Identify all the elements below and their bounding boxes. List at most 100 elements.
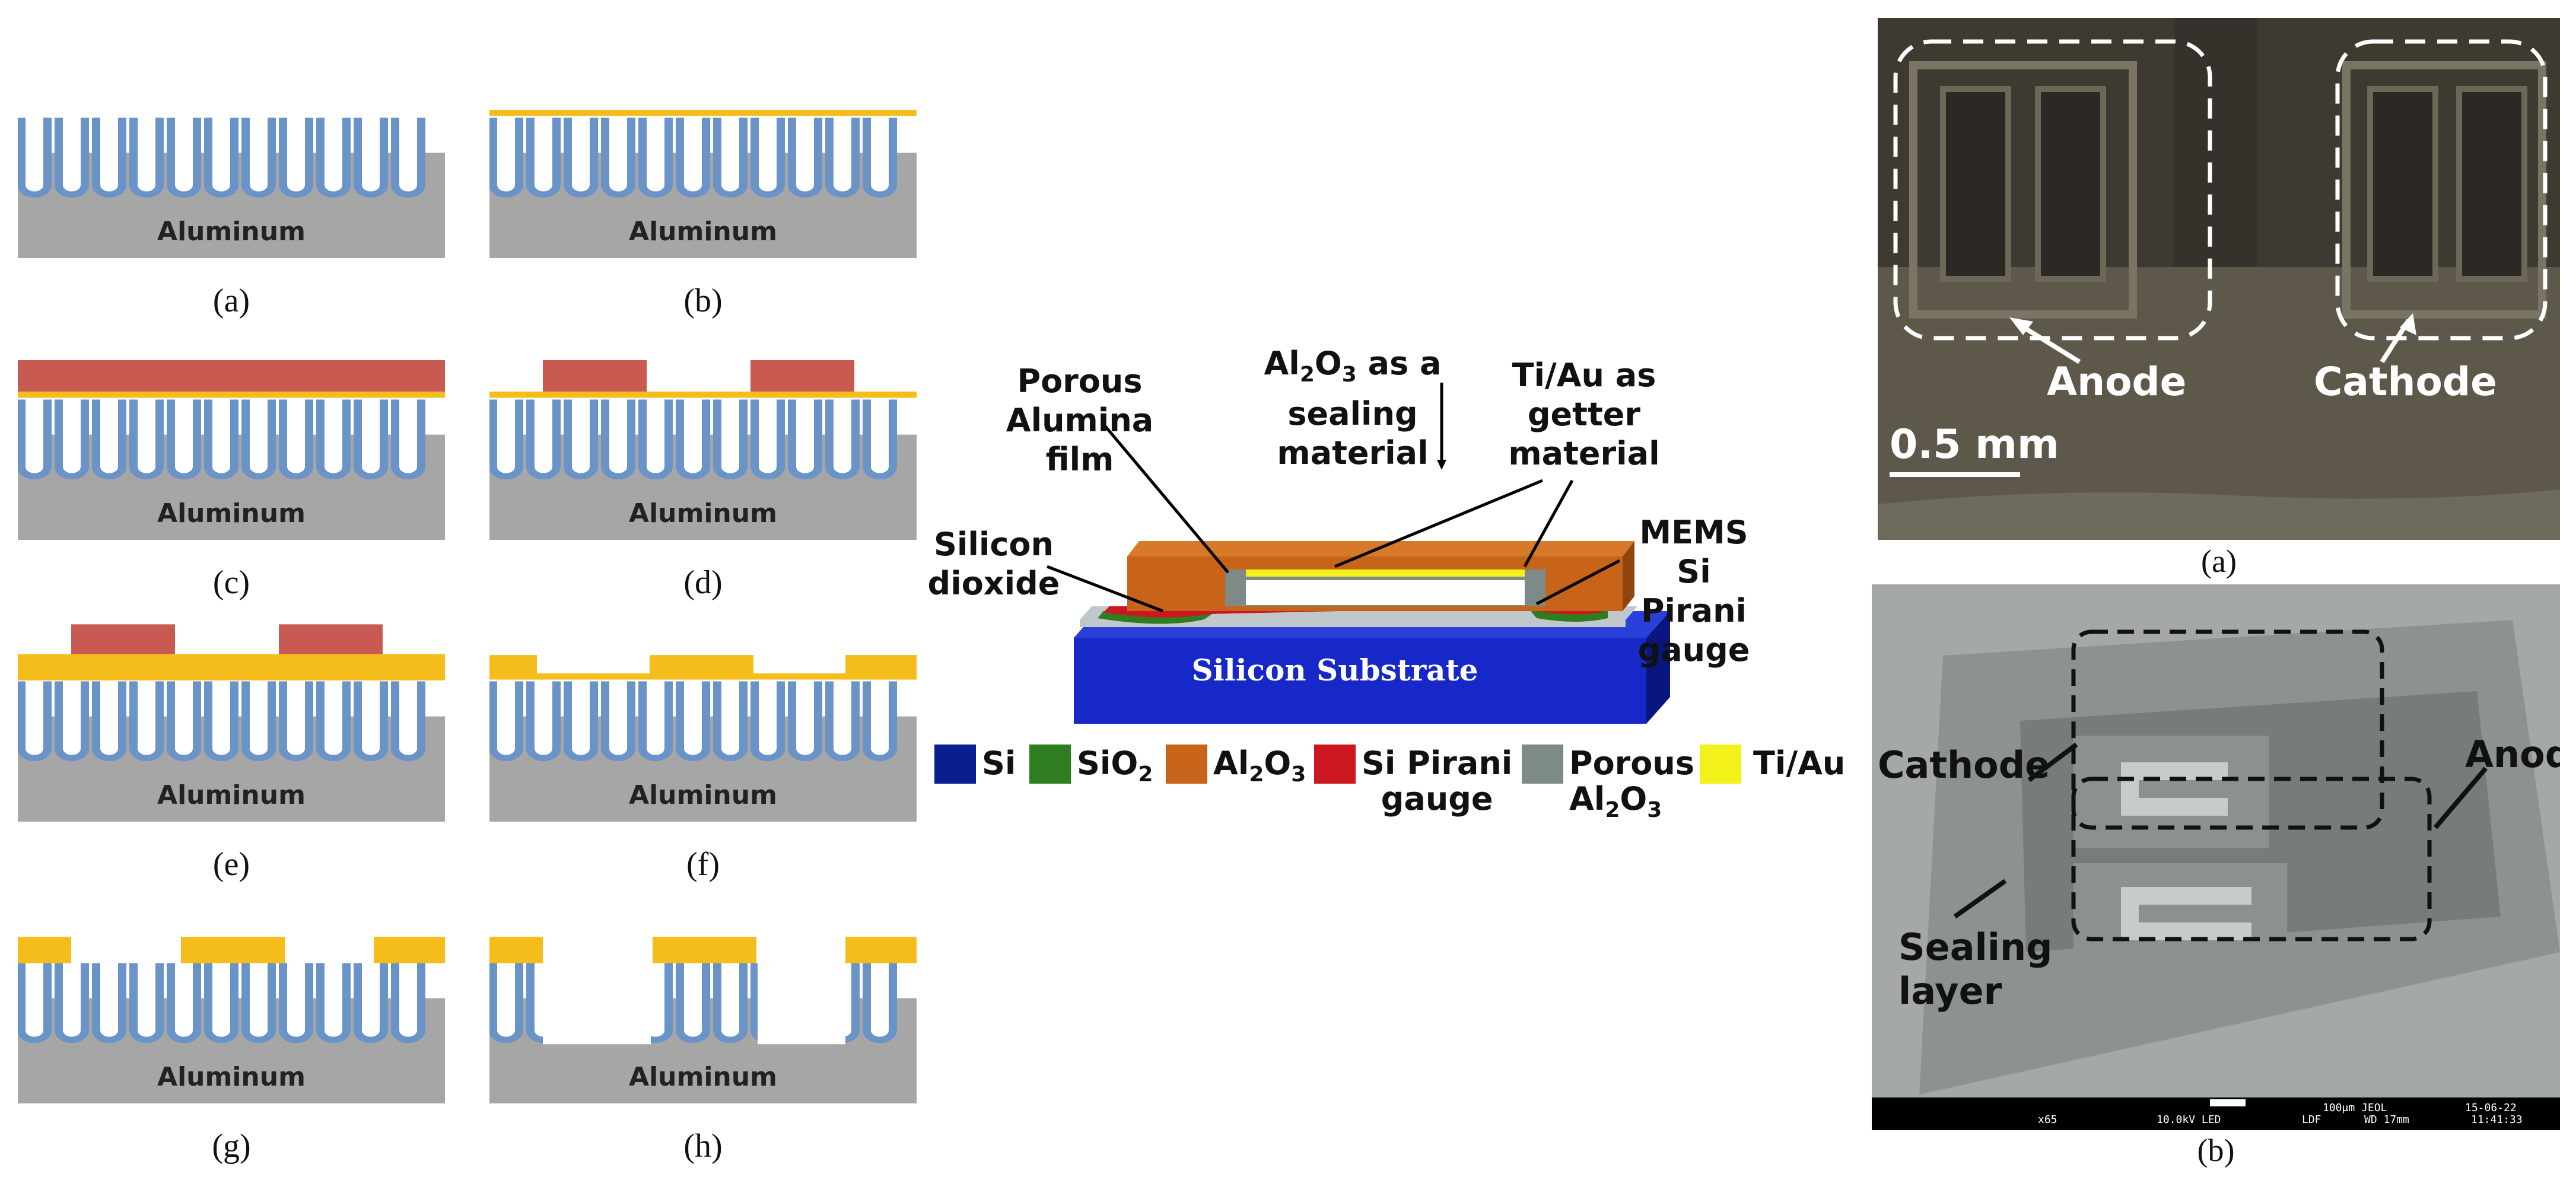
legend-label-al2o3: Al2O3 (1213, 745, 1306, 787)
legend-swatch-si (934, 745, 976, 784)
pore (208, 399, 234, 476)
pore (717, 681, 743, 758)
photo-b-caption: (b) (2197, 1132, 2235, 1168)
pore (21, 681, 47, 758)
aluminum-label: Aluminum (157, 780, 306, 810)
process-step-drawing (489, 110, 917, 258)
gold-pad (489, 937, 543, 963)
sem-kv: 10.0kV LED (2157, 1114, 2221, 1126)
pore (320, 117, 346, 195)
pore (755, 399, 781, 476)
pore (21, 399, 47, 476)
pore (605, 399, 631, 476)
pore (96, 117, 122, 195)
pore (530, 399, 556, 476)
pore (680, 963, 706, 1040)
pore (792, 681, 818, 758)
pore (21, 117, 47, 195)
pore (493, 117, 519, 195)
photoresist (750, 360, 854, 392)
pore (867, 117, 893, 195)
pore (643, 681, 669, 758)
pore (755, 117, 781, 195)
process-step-drawing (18, 117, 445, 258)
aluminum-label: Aluminum (629, 1062, 777, 1092)
pore (568, 681, 594, 758)
pore (171, 399, 197, 476)
aluminum-label: Aluminum (629, 780, 777, 810)
pore (358, 963, 384, 1040)
pore (395, 399, 421, 476)
photo-b-cathode-label: Cathode (1878, 743, 2050, 787)
legend-label-tiau: Ti/Au (1753, 745, 1846, 782)
pore (59, 963, 85, 1040)
process-step-drawing (18, 624, 445, 822)
pore (358, 399, 384, 476)
pore (867, 681, 893, 758)
legend-swatch-tiau (1700, 745, 1741, 784)
gold-layer (753, 673, 845, 680)
pore (320, 399, 346, 476)
pore (717, 399, 743, 476)
pore-walls (489, 681, 897, 761)
etched-opening (758, 963, 845, 1045)
pore (530, 117, 556, 195)
pore (133, 399, 160, 476)
process-step-a: Aluminum(a) (18, 56, 445, 319)
process-step-b: Aluminum (b) (489, 56, 917, 319)
pore (829, 681, 856, 758)
pore (717, 963, 743, 1040)
legend-label-sio2: SiO2 (1077, 745, 1153, 787)
pore (171, 117, 197, 195)
pore (208, 963, 234, 1040)
step-caption: (b) (683, 282, 723, 319)
pore (530, 681, 556, 758)
pore (680, 399, 706, 476)
step-caption: (e) (212, 846, 250, 883)
gold-pad (374, 937, 445, 963)
pore (643, 117, 669, 195)
process-step-g: Aluminum(g) (18, 902, 445, 1165)
gold-pad (18, 937, 71, 963)
pore (395, 963, 421, 1040)
pore (283, 117, 309, 195)
gold-pad (650, 655, 753, 680)
pore-walls (489, 399, 897, 479)
pore (792, 117, 818, 195)
pore (246, 963, 272, 1040)
pore (246, 399, 272, 476)
gold-layer (489, 110, 917, 116)
pore (246, 681, 272, 758)
label-al2o3-sealing: Al2O3 as a sealing material (1264, 345, 1442, 472)
legend-swatch-sio2 (1029, 745, 1071, 784)
legend-label-si: Si (982, 745, 1016, 782)
pore (358, 117, 384, 195)
pore (605, 117, 631, 195)
sem-date: 15-06-22 (2465, 1102, 2517, 1114)
process-step-d: Aluminum(d) (489, 338, 917, 601)
pore (133, 963, 160, 1040)
pore (21, 963, 47, 1040)
photo-a-texture (1878, 18, 2560, 540)
pore (96, 681, 122, 758)
step-caption: (f) (686, 846, 720, 883)
pore-walls (18, 963, 425, 1043)
pore (867, 399, 893, 476)
legend-swatch-pirani (1314, 745, 1356, 784)
photo-b-anode-label: Anode (2465, 733, 2560, 776)
pore (133, 681, 160, 758)
pore (680, 117, 706, 195)
legend-swatch-porous (1522, 745, 1563, 784)
pore (493, 681, 519, 758)
pore (568, 399, 594, 476)
gold-pad (181, 937, 285, 963)
aluminum-label: Aluminum (629, 217, 777, 247)
pore (171, 681, 197, 758)
pore (208, 681, 234, 758)
gold-layer (18, 654, 445, 680)
pore-walls (18, 681, 425, 761)
pore (133, 117, 160, 195)
step-caption: (d) (683, 564, 723, 601)
